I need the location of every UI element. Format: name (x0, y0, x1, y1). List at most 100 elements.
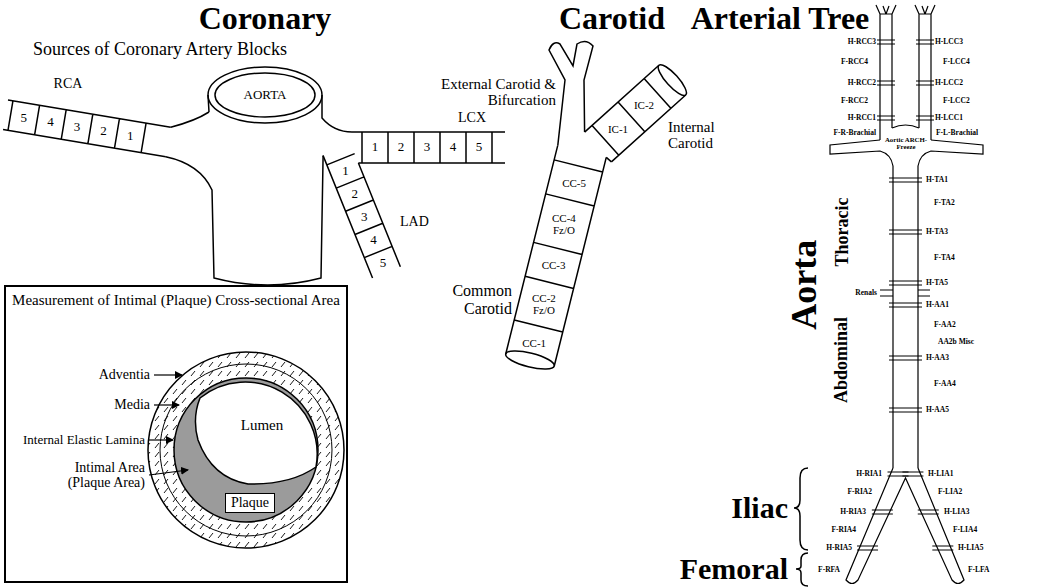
structure-label: Intimal Area (Plaque Area) (53, 460, 145, 491)
segment-box: CC-4 Fz/O (549, 212, 579, 236)
segment-hash (872, 510, 893, 511)
segment-number: 2 (100, 124, 107, 138)
segment-number: 4 (370, 233, 377, 247)
vessel-wall-hatch (148, 352, 344, 548)
common-carotid-tube (506, 145, 607, 366)
segment-hash (877, 120, 895, 121)
rca-strip (3, 100, 171, 157)
segment-number: 1 (342, 164, 349, 178)
segment-hash (877, 85, 895, 86)
segment-hash (916, 81, 934, 82)
segment-hash (916, 120, 934, 121)
segment-hash (932, 550, 953, 551)
segment-box: CC-1 (522, 337, 546, 349)
segment-code: H-TA1 (926, 176, 948, 184)
tube-end (654, 61, 690, 99)
segment-hash (889, 360, 922, 361)
segment-code: H-LCC3 (935, 38, 963, 46)
segment-hash (889, 178, 922, 179)
segment-hash (902, 472, 923, 473)
segment-code: H-RCC3 (848, 38, 876, 46)
bracket (796, 553, 808, 586)
segment-hash (857, 546, 878, 547)
segment-code: F-RFA (818, 566, 840, 574)
segment-code: H-RIA1 (856, 470, 882, 478)
segment-number: 5 (476, 140, 483, 154)
segment-code: F-TA2 (934, 199, 955, 207)
subheading: Sources of Coronary Artery Blocks (33, 40, 287, 60)
aortic-arch-box: Aortic ARCH-Freeze (883, 136, 929, 151)
structure-label: Adventia (99, 367, 150, 382)
section-heading: Arterial Tree (691, 1, 870, 36)
section-heading: Carotid (559, 1, 665, 36)
segment-code: F-R-Brachial (834, 129, 877, 137)
vessel-label: Internal Carotid (668, 119, 738, 152)
segment-code: H-LIA3 (944, 508, 969, 516)
segment-hash (916, 85, 934, 86)
segment-hash (877, 44, 895, 45)
media-ring (160, 364, 332, 536)
segment-code: Renals (855, 289, 877, 297)
segment-code: F-L-Brachial (936, 129, 978, 137)
section-heading: Coronary (199, 1, 332, 36)
aorta-wall (166, 95, 505, 285)
segment-hash (932, 546, 953, 547)
segment-hash (889, 303, 922, 304)
segment-code: F-LCC2 (943, 97, 970, 105)
segment-hash (918, 514, 939, 515)
segment-number: 4 (47, 115, 54, 129)
segment-hash (857, 550, 878, 551)
segment-code: H-LIA5 (958, 544, 983, 552)
segment-number: 3 (74, 120, 81, 134)
segment-hash (889, 412, 922, 413)
segment-code: F-RCC4 (841, 58, 868, 66)
node-text: CC-1 (522, 337, 546, 349)
segment-code: H-TA3 (926, 228, 948, 236)
segment-code: F-RIA4 (831, 526, 856, 534)
leader-arrows (154, 374, 182, 375)
segment-box: CC-5 (562, 177, 586, 189)
tube-end (504, 347, 556, 373)
node-text: IC-2 (634, 99, 654, 111)
segment-hash (889, 285, 922, 286)
segment-code: H-RCC2 (848, 79, 876, 87)
segment-number: 5 (380, 256, 387, 270)
segment-code: F-AA2 (934, 321, 956, 329)
segment-hash (889, 408, 922, 409)
segment-hash (877, 81, 895, 82)
segment-hash (916, 40, 934, 41)
segment-code: H-AA5 (926, 406, 949, 414)
segment-hash (889, 234, 922, 235)
vessel-label: External Carotid & Bifurcation (416, 76, 556, 109)
node-text: CC-2 Fz/O (529, 292, 559, 316)
segment-hash (877, 116, 895, 117)
aorta-ellipse: AORTA (244, 88, 287, 102)
leader-arrows (154, 404, 179, 405)
structure-label: Lumen (241, 417, 284, 434)
structure-label: Internal Elastic Lamina (23, 433, 145, 447)
segment-code: H-RIA3 (840, 508, 866, 516)
segment-number: 2 (352, 187, 359, 201)
segment-code: F-RIA2 (847, 488, 872, 496)
segment-number: 2 (398, 140, 405, 154)
segment-number: 1 (127, 129, 134, 143)
intimal-plaque (174, 378, 318, 522)
leader-arrows (149, 470, 188, 475)
segment-hash (918, 510, 939, 511)
lad-strip (323, 144, 400, 278)
node-text: Aortic ARCH-Freeze (883, 136, 929, 151)
leader-arrows (149, 439, 173, 440)
segment-hash (916, 44, 934, 45)
node-text: CC-4 Fz/O (549, 212, 579, 236)
region-label: Femoral (680, 552, 788, 585)
vessel-label: LAD (400, 214, 429, 229)
vessel-label: LCX (458, 110, 486, 125)
renal-branches (880, 290, 930, 296)
segment-code: F-LCC4 (943, 58, 970, 66)
segment-hash (872, 514, 893, 515)
segment-hash (877, 40, 895, 41)
panel-title: Measurement of Intimal (Plaque) Cross-se… (12, 292, 340, 309)
segment-box: IC-2 (634, 99, 654, 111)
segment-code: H-RCC1 (848, 114, 876, 122)
